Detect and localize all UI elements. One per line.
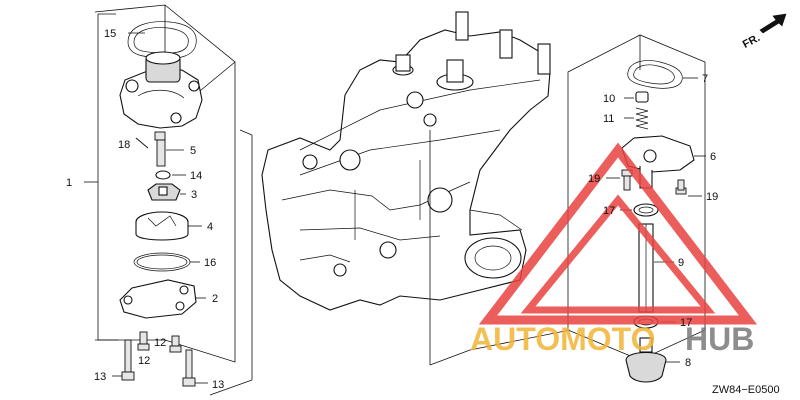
grommet-8 [625,337,680,383]
spring-11 [635,107,649,130]
bolt-13-right [182,349,208,387]
callout-8: 8 [685,357,691,369]
front-arrow-icon [759,13,787,34]
callout-1: 1 [66,177,72,189]
left-frame [94,4,236,363]
callout-12-left: 12 [138,355,150,367]
pump-body [119,51,203,129]
pump-cover-2 [119,279,206,319]
callout-9: 9 [678,257,684,269]
callout-10: 10 [603,93,615,105]
gasket-7 [627,60,683,89]
bolt-12-right [169,335,182,353]
bolt-19-right [675,179,702,197]
callout-17-top: 17 [603,205,615,217]
pin-18 [135,137,149,149]
diagram-code: ZW84−E0500 [712,384,780,396]
left-assembly-group [84,4,236,387]
oring-16 [133,252,191,272]
watermark: AUTOMOTO HUB [470,142,758,357]
callout-13-right: 13 [212,379,224,391]
callout-6: 6 [710,151,716,163]
bolt-13-left [112,339,135,381]
inner-rotor-3 [147,183,186,201]
watermark-triangle-inner [520,194,716,314]
callout-17-bottom: 17 [680,317,692,329]
callout-7: 7 [702,73,708,85]
callout-11: 11 [603,113,614,125]
bolt-19-left [606,169,633,191]
callout-2: 2 [212,293,218,305]
front-direction-indicator: FR. [741,13,787,51]
outer-rotor-4 [135,211,202,241]
oring-14 [155,170,171,180]
callout-14: 14 [190,170,202,182]
engine-block [261,11,551,311]
cap-10 [635,91,649,103]
callout-19-right: 19 [706,191,718,203]
front-direction-label: FR. [741,32,762,51]
callout-4: 4 [207,221,213,233]
callout-labels: 1 2 3 4 5 6 7 8 9 10 11 12 12 13 13 14 1… [66,28,718,391]
callout-13-left: 13 [94,371,106,383]
callout-19-left: 19 [588,173,600,185]
watermark-brand-part1: AUTOMOTO [470,321,655,357]
shaft-5 [154,131,184,167]
callout-16: 16 [204,257,216,269]
callout-12-right: 12 [154,337,166,349]
callout-15: 15 [104,28,116,40]
callout-3: 3 [191,189,197,201]
callout-18: 18 [118,139,130,151]
watermark-triangle [478,142,758,325]
thermostat-cover-6 [621,135,706,189]
watermark-brand-part2: HUB [685,321,754,357]
callout-5: 5 [190,145,196,157]
right-assembly-group [209,34,706,396]
bolt-12-left [137,331,150,351]
